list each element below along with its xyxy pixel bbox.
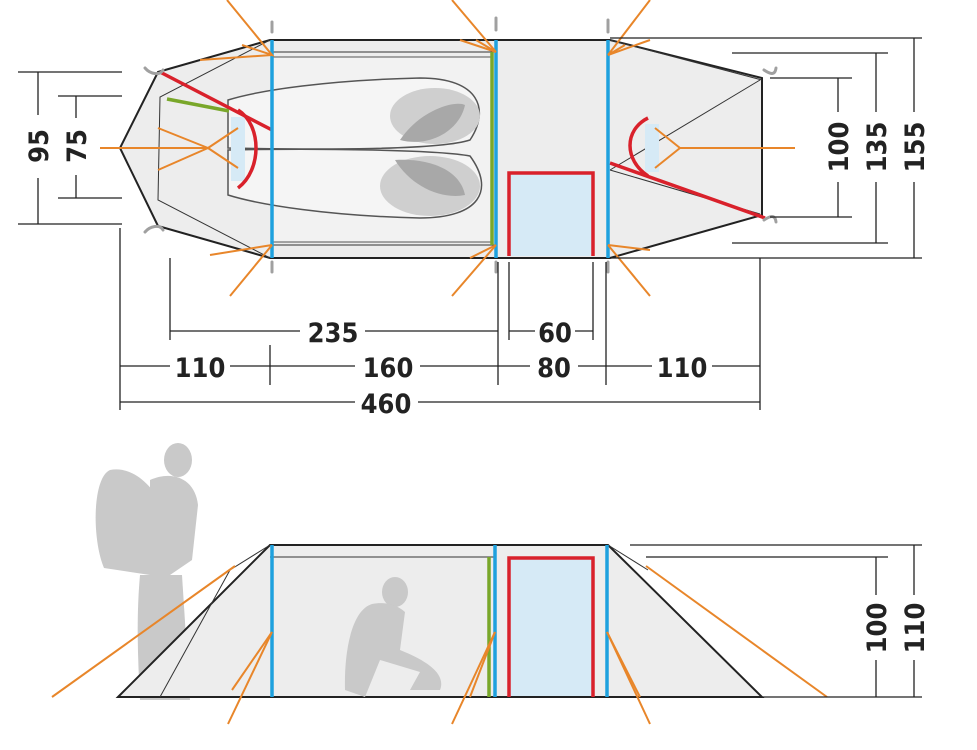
rear-green-pole	[166, 97, 230, 113]
guy-lines-top	[100, 0, 795, 297]
dim-135: 135	[862, 122, 893, 173]
door-pole-top	[507, 171, 595, 256]
front-diagonal-pole	[609, 161, 766, 220]
left-dimensions: 95 75	[18, 71, 122, 225]
right-dimensions: 100 135 155	[610, 37, 931, 259]
rear-diagonal-pole	[159, 70, 273, 132]
horizontal-dimensions: 235 60 110 160 80 110 460	[119, 228, 761, 420]
front-vent-pole	[628, 116, 650, 178]
dim-110-left: 110	[175, 353, 226, 384]
dim-60: 60	[538, 318, 572, 349]
flysheet-seam	[609, 39, 763, 81]
front-vent	[645, 124, 659, 172]
side-dimensions: 100 110	[630, 544, 931, 698]
door-pole-side	[507, 556, 595, 697]
dim-75: 75	[62, 129, 93, 163]
door-panel-side	[509, 558, 593, 696]
dim-80: 80	[537, 353, 571, 384]
rear-vent	[231, 117, 245, 181]
door-panel-top	[509, 172, 593, 256]
dim-110-right: 110	[657, 353, 708, 384]
dim-155: 155	[900, 122, 931, 173]
dim-160: 160	[363, 353, 414, 384]
dim-235: 235	[308, 318, 359, 349]
vestibule-seam	[609, 79, 761, 171]
head-upper	[400, 103, 465, 142]
side-view: 100 110	[51, 443, 931, 725]
side-panel-seam	[607, 544, 649, 571]
tent-body-side	[115, 544, 765, 698]
guy-lines-side	[51, 565, 828, 725]
dim-460: 460	[361, 389, 412, 420]
side-dim-110: 110	[900, 603, 931, 654]
dim-95: 95	[24, 129, 55, 163]
sitting-person-silhouette	[344, 577, 442, 697]
head-lower	[395, 159, 465, 196]
top-view: 235 60 110 160 80 110 460	[18, 0, 931, 420]
dim-100: 100	[824, 122, 855, 173]
side-dim-100: 100	[862, 603, 893, 654]
